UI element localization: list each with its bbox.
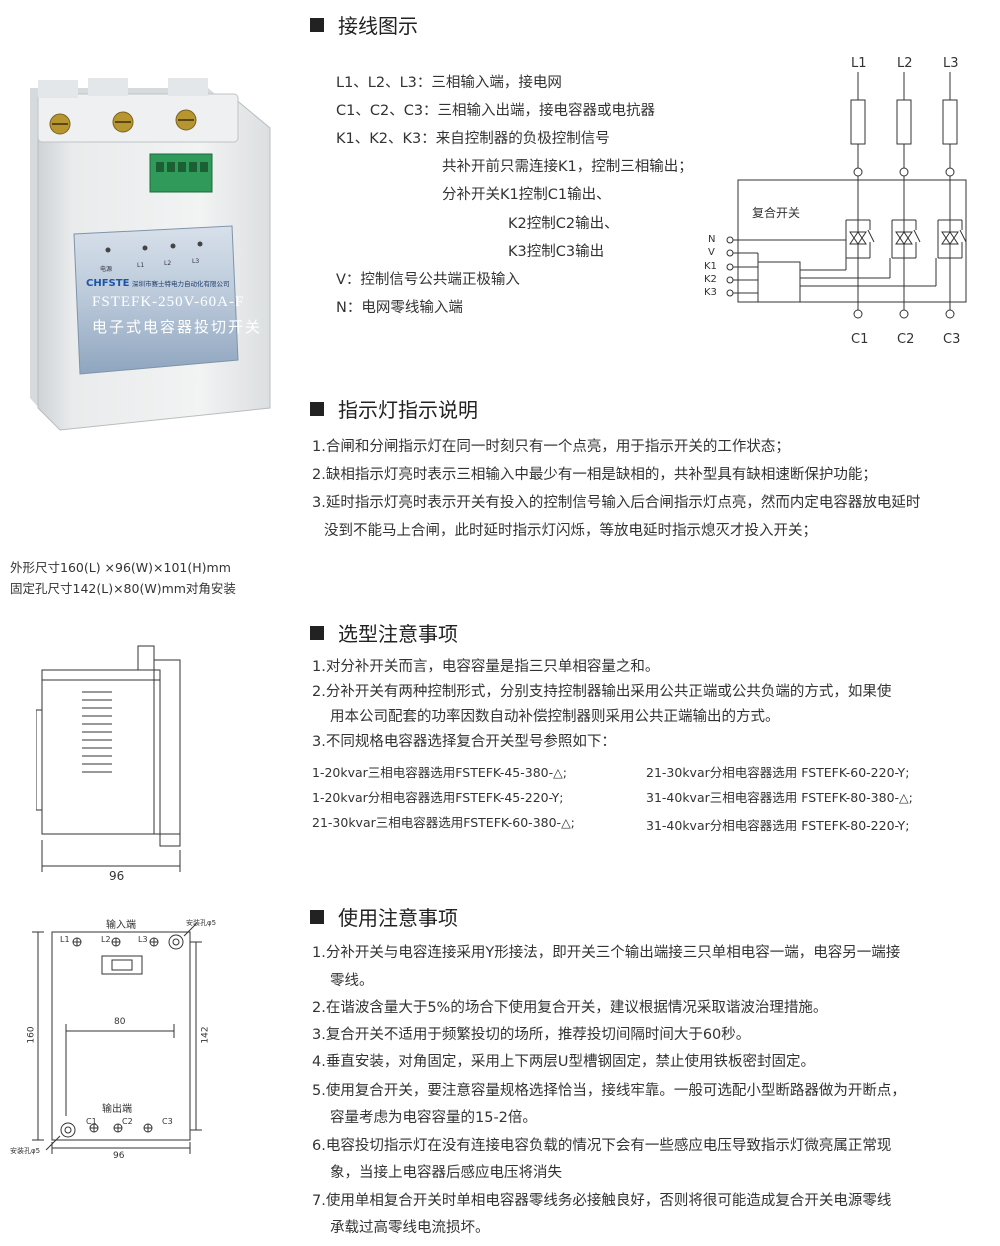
hole-label-bottom: 安装孔φ5 (10, 1147, 41, 1155)
usage-item-3: 3.复合开关不适用于频繁投切的场所，推荐投切间隔时间大于60秒。 (312, 1027, 751, 1043)
square-bullet-icon (310, 909, 324, 924)
led-label-power: 电源 (100, 266, 113, 273)
model-right-3: 31-40kvar分相电容器选用 FSTEFK-80-220-Y; (646, 818, 910, 833)
model-left-1: 1-20kvar三相电容器选用FSTEFK-45-380-△; (312, 765, 567, 780)
indicator-item-1: 1.合闸和分闸指示灯在同一时刻只有一个点亮，用于指示开关的工作状态； (312, 439, 790, 455)
dim-80-label: 80 (114, 1017, 126, 1027)
wiring-line-6: K2控制C2输出、 (508, 216, 619, 232)
wiring-line-2: C1、C2、C3：三相输入出端，接电容器或电抗器 (336, 103, 656, 119)
section-title-indicator: 指示灯指示说明 (310, 394, 478, 423)
brand-logo: CHFSTE (86, 278, 130, 289)
side-view-drawing: 96 (35, 640, 196, 885)
output-terminal-label: 输出端 (102, 1104, 132, 1115)
section-title-usage: 使用注意事项 (310, 902, 458, 931)
diagram-left-n: N (708, 234, 716, 245)
diagram-bottom-c3: C3 (943, 332, 961, 347)
square-bullet-icon (310, 625, 324, 640)
led-label-l1: L1 (137, 262, 145, 269)
front-view-drawing: 输入端 安装孔φ5 L1 L2 L3 80 160 142 输出端 C1 C2 … (10, 916, 240, 1166)
wiring-line-5: 分补开关K1控制C1输出、 (442, 187, 611, 203)
diagram-box-label: 复合开关 (752, 206, 801, 220)
model-left-3: 21-30kvar三相电容器选用FSTEFK-60-380-△; (312, 815, 575, 830)
model-left-2: 1-20kvar分相电容器选用FSTEFK-45-220-Y; (312, 790, 564, 805)
product-name: 电子式电容器投切开关 (92, 320, 263, 336)
diagram-bottom-c2: C2 (897, 332, 915, 347)
diagram-top-l1: L1 (851, 56, 867, 71)
usage-item-5: 5.使用复合开关，要注意容量规格选择恰当，接线牢靠。一般可选配小型断路器做为开断… (312, 1083, 906, 1099)
dim-160-label: 160 (26, 1026, 37, 1044)
hole-label-top: 安装孔φ5 (186, 919, 217, 927)
mounting-dimensions: 固定孔尺寸142(L)×80(W)mm对角安装 (10, 581, 236, 596)
company-name: 深圳市赛士特电力自动化有限公司 (131, 280, 230, 288)
wiring-line-1: L1、L2、L3：三相输入端，接电网 (336, 75, 562, 91)
terminal-c3-label: C3 (162, 1117, 173, 1126)
usage-item-7-cont: 承载过高零线电流损坏。 (330, 1220, 490, 1236)
usage-item-2: 2.在谐波含量大于5%的场合下使用复合开关，建议根据情况采取谐波治理措施。 (312, 1000, 828, 1016)
model-right-1: 21-30kvar分相电容器选用 FSTEFK-60-220-Y; (646, 765, 910, 780)
section-title-selection: 选型注意事项 (310, 618, 458, 647)
wiring-line-9: N：电网零线输入端 (336, 300, 463, 316)
square-bullet-icon (310, 401, 324, 416)
selection-item-1: 1.对分补开关而言，电容容量是指三只单相容量之和。 (312, 659, 660, 675)
dim-142-label: 142 (200, 1026, 211, 1044)
terminal-l2-label: L2 (101, 935, 111, 944)
wiring-diagram: L1 L2 L3 复合开关 N V K1 K2 K3 C1 C2 C3 (700, 52, 990, 352)
outline-dimensions: 外形尺寸160(L) ×96(W)×101(H)mm (10, 560, 231, 575)
model-right-2: 31-40kvar三相电容器选用 FSTEFK-80-380-△; (646, 790, 913, 805)
terminal-c1-label: C1 (86, 1117, 97, 1126)
indicator-item-3: 3.延时指示灯亮时表示开关有投入的控制信号输入后合闸指示灯点亮，然而内定电容器放… (312, 495, 921, 511)
indicator-item-2: 2.缺相指示灯亮时表示三相输入中最少有一相是缺相的，共补型具有缺相速断保护功能； (312, 467, 877, 483)
diagram-bottom-c1: C1 (851, 332, 869, 347)
indicator-item-3-cont: 没到不能马上合闸，此时延时指示灯闪烁，等放电延时指示熄灭才投入开关； (324, 523, 817, 539)
terminal-l1-label: L1 (60, 935, 70, 944)
product-brand-row: CHFSTE 深圳市赛士特电力自动化有限公司 (86, 278, 229, 289)
usage-item-5-cont: 容量考虑为电容容量的15-2倍。 (330, 1110, 537, 1126)
section-title-wiring: 接线图示 (310, 10, 418, 39)
diagram-left-k1: K1 (704, 261, 717, 272)
usage-item-6: 6.电容投切指示灯在没有连接电容负载的情况下会有一些感应电压导致指示灯微亮属正常… (312, 1138, 892, 1154)
product-photo (8, 68, 280, 440)
input-terminal-label: 输入端 (106, 920, 136, 931)
diagram-top-l2: L2 (897, 56, 913, 71)
led-label-l2: L2 (164, 260, 172, 267)
usage-item-4: 4.垂直安装，对角固定，采用上下两层U型槽钢固定，禁止使用铁板密封固定。 (312, 1054, 815, 1070)
terminal-c2-label: C2 (122, 1117, 133, 1126)
wiring-line-3: K1、K2、K3：来自控制器的负极控制信号 (336, 131, 610, 147)
dim-96-label: 96 (113, 1151, 125, 1161)
diagram-top-l3: L3 (943, 56, 959, 71)
wiring-line-8: V：控制信号公共端正极输入 (336, 272, 520, 288)
wiring-line-7: K3控制C3输出 (508, 244, 605, 260)
terminal-l3-label: L3 (138, 935, 148, 944)
square-bullet-icon (310, 17, 324, 32)
product-led-labels: 电源 L1 L2 L3 (100, 258, 230, 276)
side-dim-96: 96 (109, 869, 125, 883)
diagram-left-k3: K3 (704, 287, 717, 298)
usage-item-7: 7.使用单相复合开关时单相电容器零线务必接触良好，否则将很可能造成复合开关电源零… (312, 1193, 892, 1209)
usage-item-1-cont: 零线。 (330, 973, 374, 989)
usage-item-6-cont: 象，当接上电容器后感应电压将消失 (330, 1165, 562, 1181)
led-label-l3: L3 (192, 258, 200, 265)
selection-item-2: 2.分补开关有两种控制形式，分别支持控制器输出采用公共正端或公共负端的方式，如果… (312, 684, 892, 700)
product-model: FSTEFK-250V-60A-F (92, 294, 245, 310)
wiring-line-4: 共补开前只需连接K1，控制三相输出； (442, 159, 693, 175)
diagram-left-v: V (708, 247, 715, 258)
usage-item-1: 1.分补开关与电容连接采用Y形接法，即开关三个输出端接三只单相电容一端，电容另一… (312, 945, 901, 961)
selection-item-2-cont: 用本公司配套的功率因数自动补偿控制器则采用公共正端输出的方式。 (330, 709, 780, 725)
diagram-left-k2: K2 (704, 274, 717, 285)
selection-item-3: 3.不同规格电容器选择复合开关型号参照如下： (312, 734, 616, 750)
